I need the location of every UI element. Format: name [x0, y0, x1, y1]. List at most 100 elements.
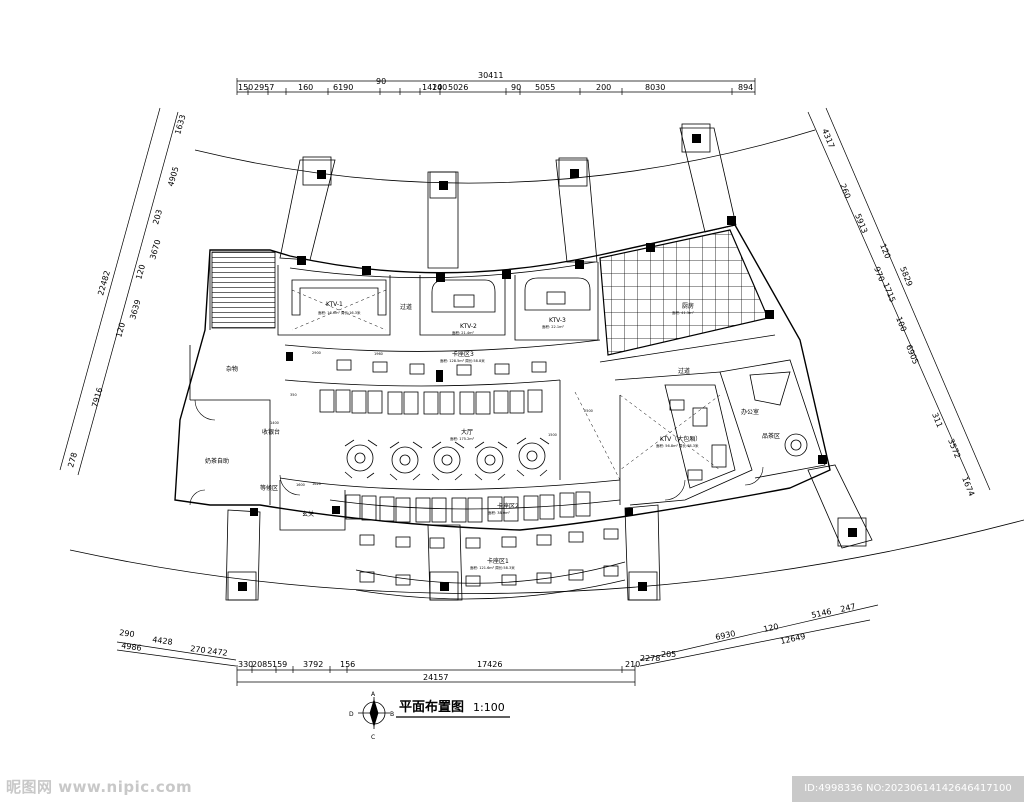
bottom-dim: 5146: [811, 607, 833, 620]
left-dim: 278: [66, 451, 79, 468]
bottom-dim: 4986: [121, 641, 142, 653]
left-dim: 22482: [96, 270, 112, 297]
area-booth3: 面积: 128.5m² 周长:58.8米: [440, 358, 485, 363]
right-dim-line-2: [825, 107, 991, 491]
top-dim: 5055: [535, 83, 555, 92]
bottom-dim: 6930: [715, 629, 737, 642]
booth1-tables-row1: [359, 528, 619, 549]
room-label-storage: 杂物: [226, 365, 238, 373]
bottom-dim-line-right-1: [639, 604, 879, 661]
left-dim: 120: [114, 321, 127, 338]
small-dim: 2900: [312, 351, 321, 355]
booth-dining-sets: [336, 359, 626, 600]
watermark-left: 昵图网 www.nipic.com: [6, 778, 193, 796]
left-dim: 3670: [148, 238, 162, 260]
bottom-dim-line-right-2: [639, 619, 871, 667]
room-label-booth3: 卡座区3: [452, 350, 474, 358]
top-dim: 1420: [422, 83, 442, 92]
booth3-tables: [336, 359, 547, 376]
door-swings: [189, 399, 764, 506]
top-dim: 140: [432, 83, 447, 92]
left-dim: 120: [134, 263, 147, 280]
compass-label-c: C: [371, 734, 375, 741]
right-dim: 260: [838, 182, 852, 200]
area-ktv-big: 面积: 56.8m² 周长:38.3米: [656, 443, 699, 448]
bottom-dim-line-left-1: [116, 641, 237, 661]
right-dim: 970: [872, 265, 886, 283]
partition-lobby-right: [559, 380, 621, 505]
lobby-booth-rows: [319, 389, 591, 523]
right-dim: 5829: [898, 265, 914, 287]
right-dim: 5913: [853, 212, 869, 234]
round-table: [476, 446, 504, 474]
pilaster-1: [279, 159, 336, 261]
top-dim-overall: 30411: [478, 71, 503, 80]
bottom-dim-overall: 24157: [423, 673, 448, 682]
outer-arc-bottom: [69, 519, 1024, 594]
partition-left2: [189, 250, 211, 400]
wall-arc-3: [284, 379, 561, 387]
bottom-dim: 270: [190, 644, 206, 655]
room-label-waiting: 等候区: [260, 484, 278, 492]
area-ktv2: 面积: 21.4m²: [452, 330, 474, 335]
partition-ktv2: [419, 275, 506, 336]
bottom-dim: 247: [840, 602, 857, 614]
right-dim: 120: [878, 242, 892, 260]
room-label-corridor-top: 过道: [400, 303, 412, 311]
partition-bigktv: [614, 371, 753, 506]
bottom-dim: 2085: [252, 660, 272, 669]
right-dim: 6905: [904, 343, 920, 365]
room-label-ktv3: KTV-3: [549, 317, 566, 324]
room-label-entrance: 玄关: [302, 510, 314, 518]
round-table: [433, 446, 461, 474]
room-label-lobby: 大厅: [461, 428, 473, 436]
top-dim: 150: [238, 83, 253, 92]
wall-arc-4: [279, 477, 621, 490]
dashed-guides: [291, 289, 721, 481]
left-dim: 4905: [166, 165, 180, 187]
room-label-office: 办公室: [741, 408, 759, 416]
bottom-dim: 2278: [640, 654, 660, 663]
right-dim: 311: [930, 411, 944, 429]
right-dim: 4317: [820, 127, 836, 149]
room-label-reception: 收银台: [262, 428, 280, 436]
lobby-round-tables: [344, 437, 550, 481]
room-label-booth2: 卡座区2: [497, 502, 519, 510]
left-dim: 7916: [90, 386, 104, 408]
bottom-dim: 159: [272, 660, 287, 669]
partition-office: [719, 359, 826, 479]
wall-arc-2: [284, 339, 601, 352]
right-dim: 3572: [946, 437, 962, 459]
bottom-dim: 330: [238, 660, 253, 669]
building-outline: [174, 224, 831, 531]
bottom-dim: 156: [340, 660, 355, 669]
partition-kitchen-bottom: [599, 334, 776, 363]
stairs: [211, 251, 276, 329]
round-table: [391, 446, 419, 474]
right-dim: 1715: [881, 281, 897, 303]
small-dim: 1400: [270, 421, 279, 425]
bottom-dim-line-left-2: [116, 649, 237, 667]
area-ktv3: 面积: 22.1m²: [542, 324, 564, 329]
left-dim: 203: [151, 208, 164, 225]
top-dim: 894: [738, 83, 753, 92]
small-dim: 350: [290, 393, 297, 397]
round-table: [518, 442, 546, 470]
drawing-title: 平面布置图: [399, 699, 464, 715]
room-label-kitchen: 厨房: [682, 302, 694, 310]
room-label-booth1: 卡座区1: [487, 557, 509, 565]
bottom-dim: 210: [625, 660, 640, 669]
wall-arc-5: [329, 499, 621, 510]
booth1-tables-row2: [359, 565, 619, 587]
compass-icon: [358, 697, 390, 729]
room-label-corridor-right: 过道: [678, 367, 690, 375]
bottom-dim: 17426: [477, 660, 502, 669]
area-lobby: 面积: 175.2m²: [450, 436, 475, 441]
small-dim: 1600: [296, 483, 305, 487]
left-dim-line-1: [59, 107, 161, 471]
top-dim: 90: [376, 77, 386, 86]
room-label-ktv-big: KTV（大包厢）: [660, 435, 701, 443]
compass-label-b: B: [390, 711, 394, 718]
area-ktv1: 面积: 16.0m² 周长:16.3米: [318, 310, 361, 315]
